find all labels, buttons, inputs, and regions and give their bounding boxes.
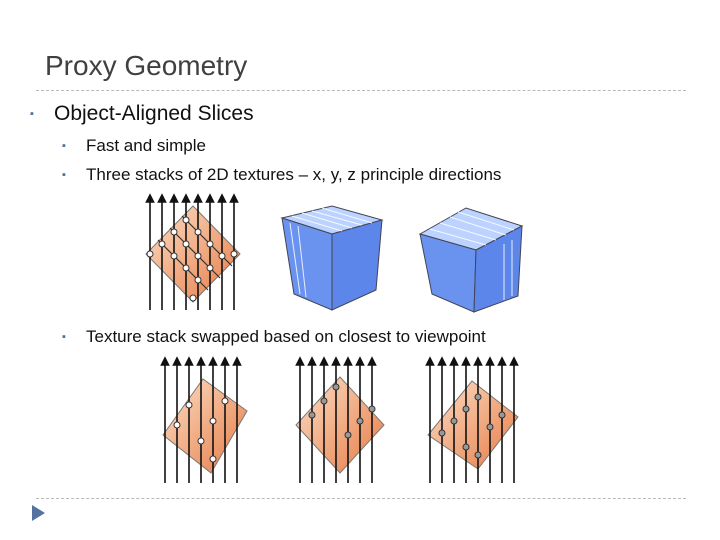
- cube-vertical-slices-figure: [280, 205, 384, 311]
- square-bullet-icon: ▪: [62, 169, 66, 181]
- bullet-text: Three stacks of 2D textures – x, y, z pr…: [86, 165, 502, 184]
- bullet-three-stacks: ▪ Three stacks of 2D textures – x, y, z …: [62, 165, 501, 185]
- square-bullet-icon: ▪: [62, 140, 66, 152]
- bullet-object-aligned-slices: ▪ Object-Aligned Slices: [30, 102, 254, 126]
- footer-divider: [36, 498, 686, 499]
- square-bullet-icon: ▪: [30, 108, 34, 120]
- cube-horizontal-slices-figure: [418, 207, 524, 313]
- slices-stack-a-figure: [160, 356, 248, 483]
- title-divider: [36, 90, 686, 91]
- bullet-text: Texture stack swapped based on closest t…: [86, 327, 486, 346]
- next-slide-triangle-icon[interactable]: [32, 505, 45, 521]
- object-aligned-slices-figure: [145, 193, 241, 310]
- bullet-text: Fast and simple: [86, 136, 206, 155]
- slices-stack-c-figure: [425, 356, 519, 483]
- square-bullet-icon: ▪: [62, 331, 66, 343]
- slices-stack-b-figure: [295, 356, 385, 483]
- bullet-fast-and-simple: ▪ Fast and simple: [62, 136, 206, 156]
- slide-title: Proxy Geometry: [45, 50, 248, 81]
- bullet-texture-stack-swapped: ▪ Texture stack swapped based on closest…: [62, 327, 486, 347]
- bullet-text: Object-Aligned Slices: [54, 102, 254, 125]
